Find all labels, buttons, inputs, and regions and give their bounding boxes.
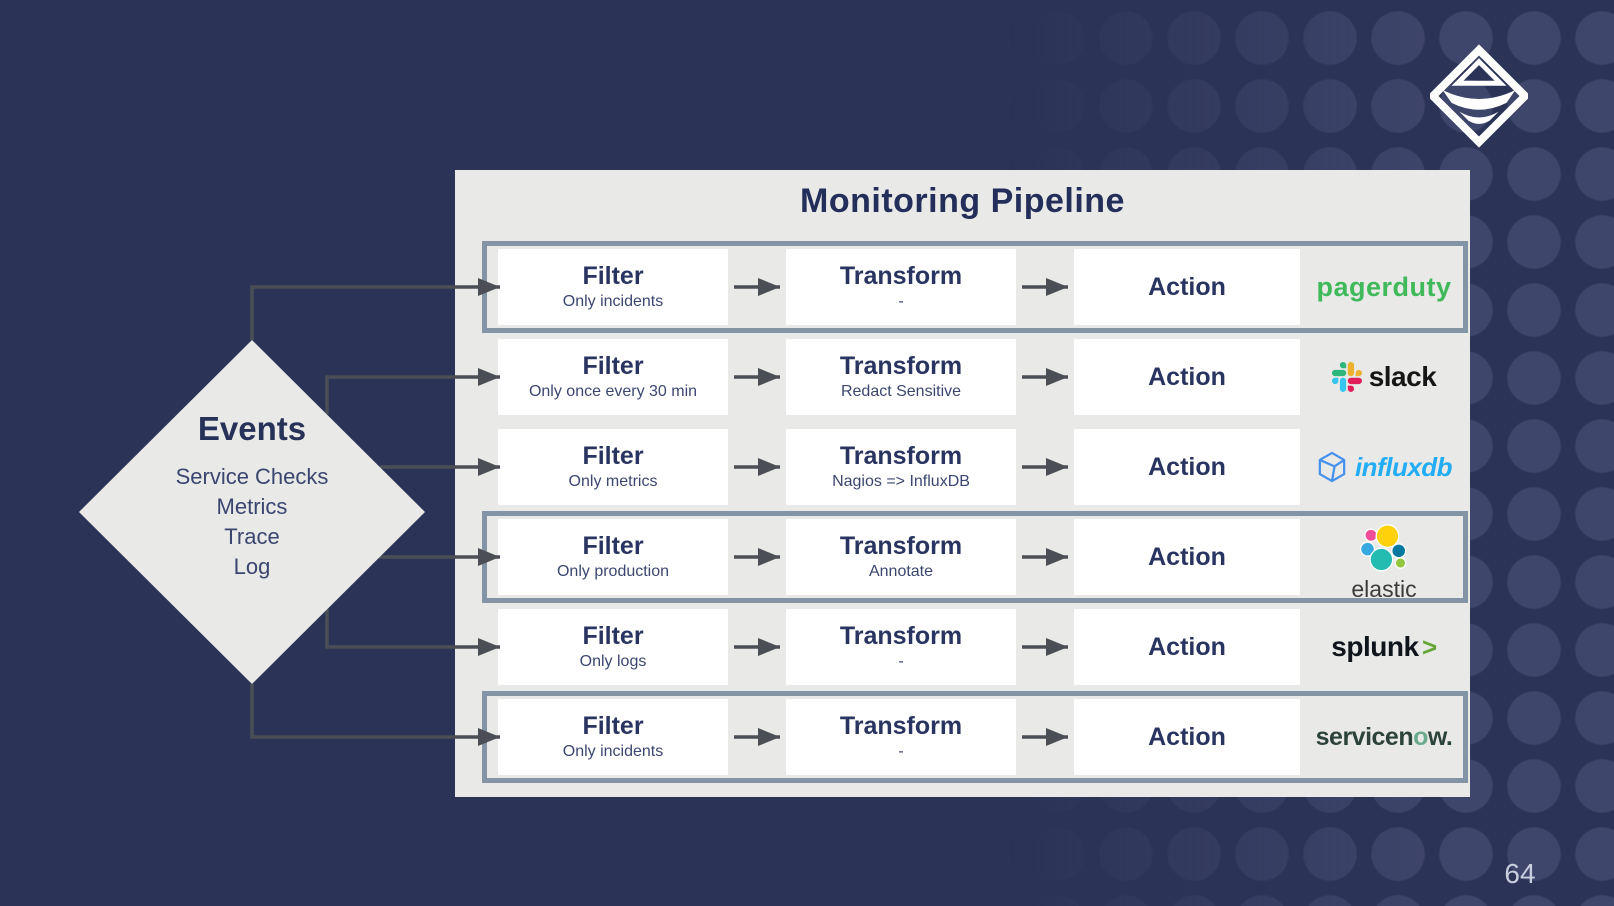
transform-sub: -	[898, 743, 904, 760]
filter-sub: Only once every 30 min	[528, 383, 698, 400]
elastic-logo: elastic	[1300, 519, 1468, 602]
action-label: Action	[1148, 362, 1226, 391]
slack-wordmark: slack	[1368, 361, 1437, 392]
action-box: Action	[1074, 249, 1300, 325]
filter-label: Filter	[582, 442, 644, 470]
filter-box: Filter Only metrics	[498, 429, 728, 505]
pagerduty-logo: pagerduty	[1300, 249, 1468, 325]
elastic-icon	[1359, 523, 1407, 571]
splunk-wordmark: splunk	[1331, 631, 1419, 662]
events-item: Service Checks	[175, 464, 329, 489]
splunk-logo: splunk>	[1300, 609, 1468, 685]
filter-sub: Only incidents	[562, 293, 664, 310]
transform-sub: -	[898, 653, 904, 670]
servicenow-text-pre: servicen	[1315, 722, 1414, 751]
transform-label: Transform	[839, 352, 963, 380]
action-box: Action	[1074, 339, 1300, 415]
filter-box: Filter Only production	[498, 519, 728, 595]
transform-box: Transform -	[786, 609, 1016, 685]
filter-sub: Only metrics	[568, 473, 658, 490]
filter-label: Filter	[582, 712, 644, 740]
influxdb-icon	[1318, 451, 1346, 483]
events-item: Metrics	[216, 494, 288, 519]
action-label: Action	[1148, 452, 1226, 481]
monitoring-pipeline-panel: Monitoring Pipeline Filter Only incident…	[455, 170, 1470, 797]
transform-box: Transform Annotate	[786, 519, 1016, 595]
transform-label: Transform	[839, 712, 963, 740]
transform-sub: Nagios => InfluxDB	[832, 473, 970, 490]
sensu-logo	[1430, 44, 1528, 148]
filter-box: Filter Only incidents	[498, 249, 728, 325]
servicenow-wordmark: servicenow.	[1316, 723, 1453, 752]
filter-box: Filter Only once every 30 min	[498, 339, 728, 415]
events-title: Events	[197, 410, 307, 447]
events-item: Log	[233, 554, 271, 579]
events-node: Events Service Checks Metrics Trace Log	[102, 410, 402, 582]
transform-sub: Annotate	[868, 563, 934, 580]
transform-sub: -	[898, 293, 904, 310]
action-label: Action	[1148, 722, 1226, 751]
filter-sub: Only logs	[579, 653, 647, 670]
elastic-logo-stack: elastic	[1351, 523, 1417, 603]
transform-label: Transform	[839, 532, 963, 560]
transform-box: Transform -	[786, 699, 1016, 775]
slack-icon	[1331, 362, 1362, 392]
filter-label: Filter	[582, 262, 644, 290]
action-label: Action	[1148, 632, 1226, 661]
filter-label: Filter	[582, 352, 644, 380]
slack-logo: slack	[1300, 339, 1468, 415]
action-label: Action	[1148, 542, 1226, 571]
transform-box: Transform Redact Sensitive	[786, 339, 1016, 415]
servicenow-text-post: w.	[1427, 722, 1453, 751]
transform-label: Transform	[839, 622, 963, 650]
filter-sub: Only incidents	[562, 743, 664, 760]
action-label: Action	[1148, 272, 1226, 301]
transform-box: Transform Nagios => InfluxDB	[786, 429, 1016, 505]
influxdb-wordmark: influxdb	[1354, 451, 1453, 482]
filter-box: Filter Only logs	[498, 609, 728, 685]
page-number: 64	[1504, 858, 1536, 889]
transform-label: Transform	[839, 262, 963, 290]
influxdb-logo: influxdb	[1300, 429, 1468, 505]
events-item: Trace	[224, 524, 280, 549]
action-box: Action	[1074, 609, 1300, 685]
page-title: Monitoring Pipeline	[800, 182, 1125, 220]
action-box: Action	[1074, 429, 1300, 505]
filter-sub: Only production	[556, 563, 670, 580]
splunk-chevron-icon: >	[1421, 631, 1437, 662]
transform-sub: Redact Sensitive	[840, 383, 962, 400]
filter-box: Filter Only incidents	[498, 699, 728, 775]
filter-label: Filter	[582, 622, 644, 650]
servicenow-green-o: o	[1413, 722, 1428, 751]
action-box: Action	[1074, 519, 1300, 595]
action-box: Action	[1074, 699, 1300, 775]
servicenow-logo: servicenow.	[1300, 699, 1468, 775]
transform-label: Transform	[839, 442, 963, 470]
transform-box: Transform -	[786, 249, 1016, 325]
elastic-wordmark: elastic	[1351, 575, 1417, 602]
pagerduty-wordmark: pagerduty	[1316, 271, 1452, 302]
filter-label: Filter	[582, 532, 644, 560]
